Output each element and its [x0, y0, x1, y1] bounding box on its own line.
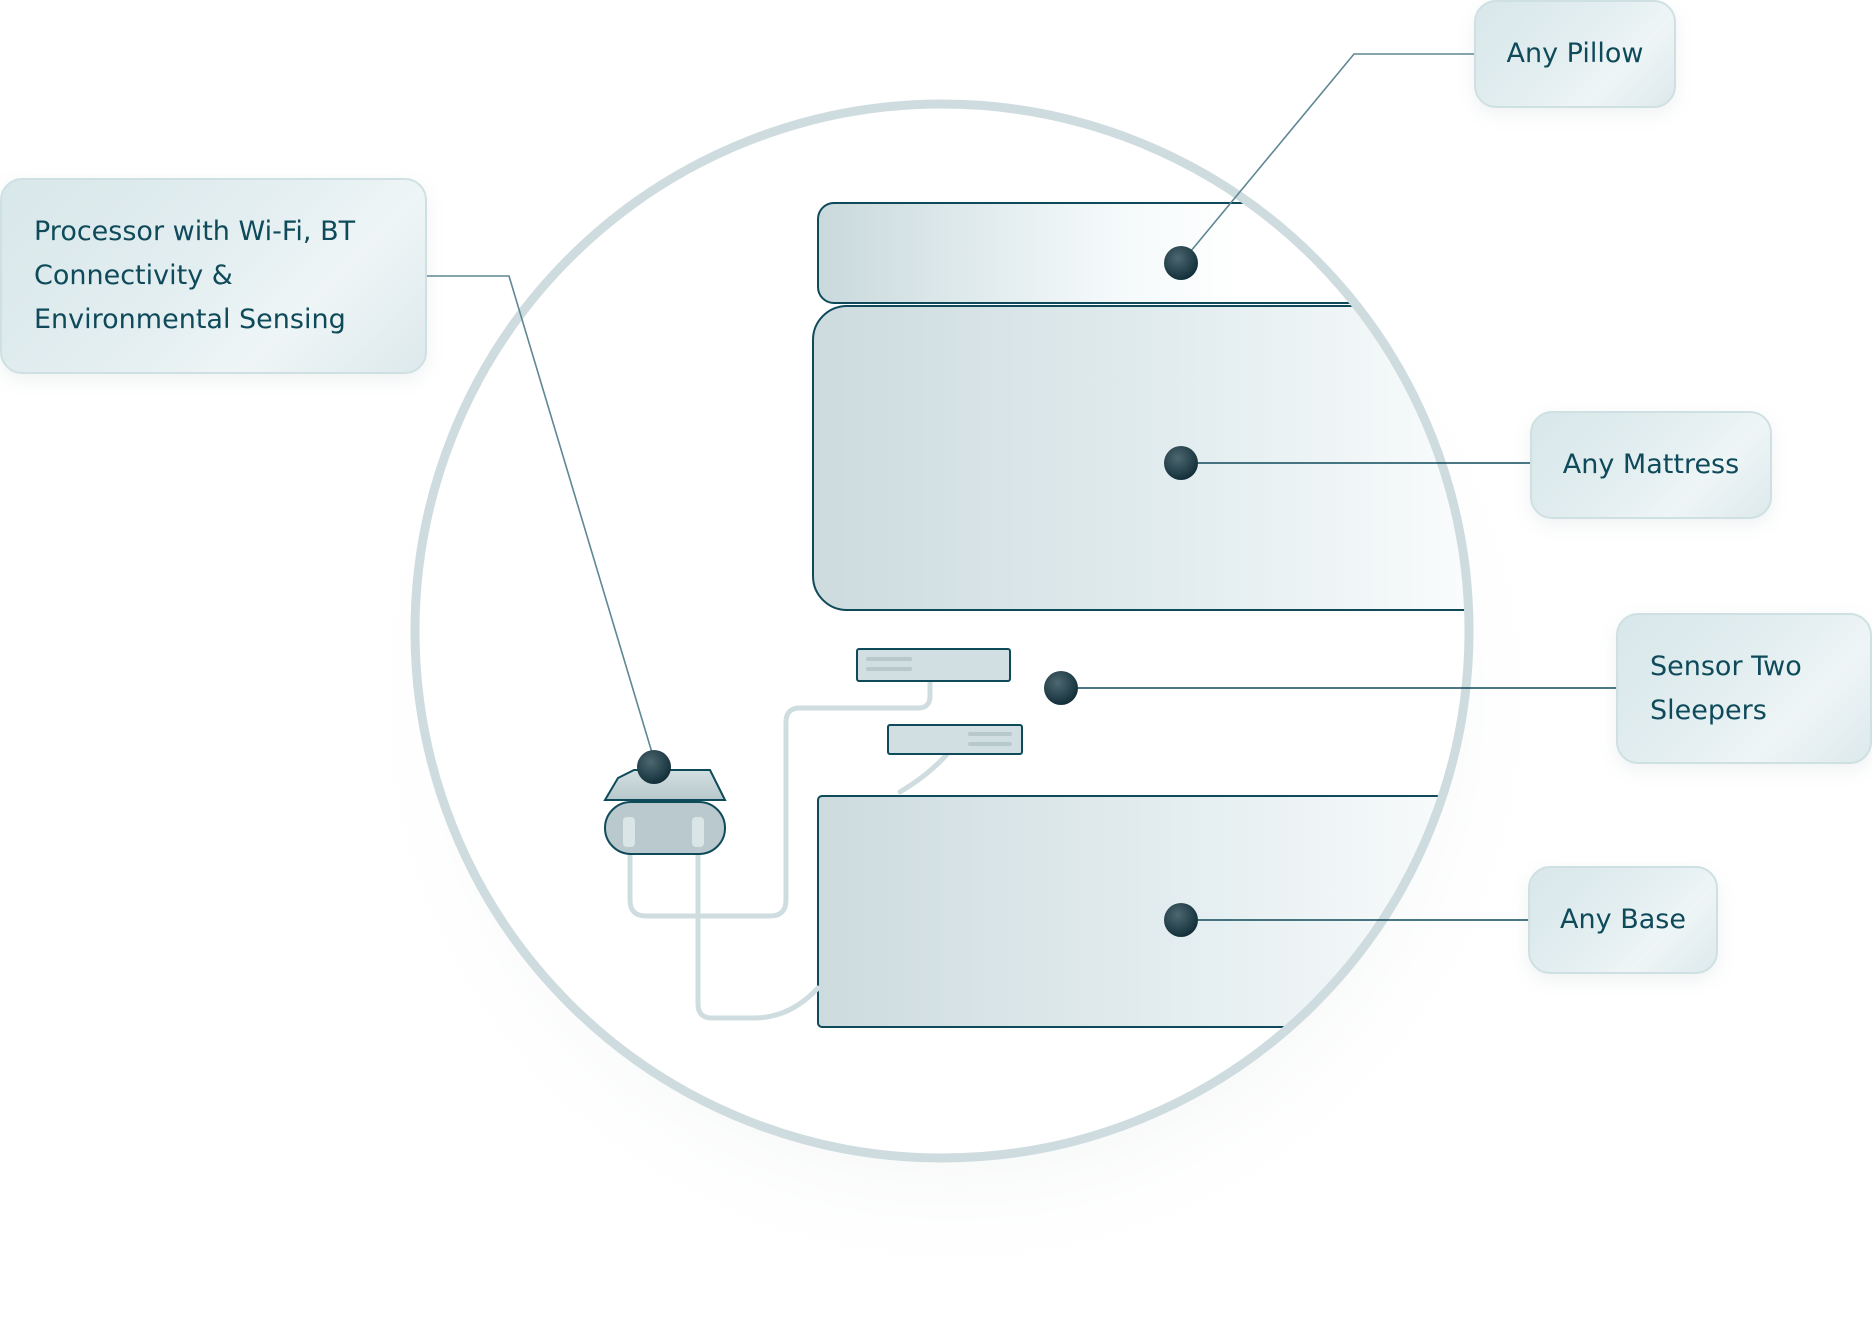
callout-sensor: Sensor Two Sleepers [1616, 613, 1872, 764]
cable-sensor-two [897, 750, 951, 795]
callout-pillow-label: Any Pillow [1506, 38, 1644, 69]
circle-ring [410, 99, 1474, 1163]
leader-lines [427, 53, 1616, 921]
callout-mattress: Any Mattress [1530, 411, 1772, 519]
leader-processor [427, 275, 654, 757]
node-sensor [1044, 671, 1078, 705]
node-base [1164, 903, 1198, 937]
callout-processor-label: Processor with Wi-Fi, BT Connectivity & … [34, 216, 356, 335]
callout-base-label: Any Base [1560, 904, 1686, 935]
node-pillow [1164, 246, 1198, 280]
cable-base [695, 827, 821, 1021]
node-processor [637, 750, 671, 784]
cables [627, 679, 951, 1021]
callout-pillow: Any Pillow [1474, 0, 1676, 108]
cable-sensor-one [627, 679, 933, 919]
leader-pillow [1180, 53, 1474, 264]
node-markers [637, 246, 1198, 937]
sensor-strip-two [887, 724, 1023, 755]
callout-mattress-label: Any Mattress [1562, 449, 1740, 480]
callout-sensor-label: Sensor Two Sleepers [1650, 650, 1802, 726]
callout-processor: Processor with Wi-Fi, BT Connectivity & … [0, 178, 427, 374]
sensor-strip-one [856, 648, 1011, 682]
callout-base: Any Base [1528, 866, 1718, 974]
processor-device [603, 769, 727, 855]
node-mattress [1164, 446, 1198, 480]
